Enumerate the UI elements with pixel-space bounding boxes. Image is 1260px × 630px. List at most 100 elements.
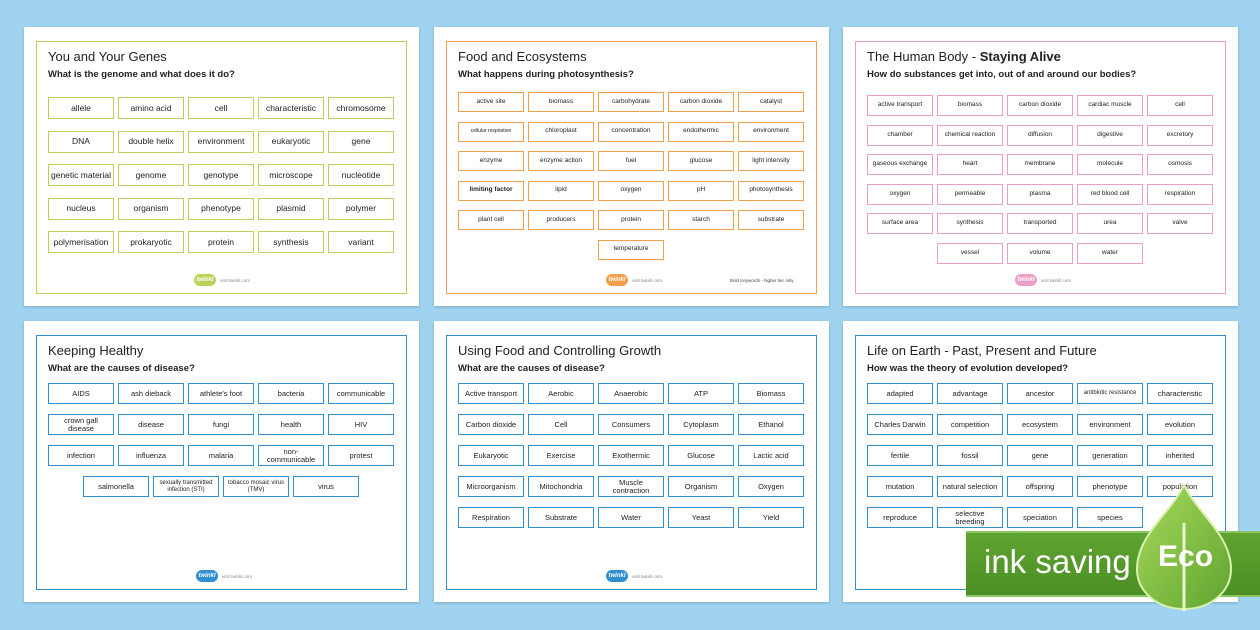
word-tile: evolution xyxy=(1147,414,1213,435)
word-tile: starch xyxy=(668,210,734,230)
word-tile: fertile xyxy=(867,445,933,466)
word-tile: fuel xyxy=(598,151,664,171)
word-tile: species xyxy=(1077,507,1143,528)
word-tile: chemical reaction xyxy=(937,124,1003,146)
word-tile: disease xyxy=(118,414,184,435)
word-tile: genotype xyxy=(188,164,254,186)
word-tile: Aerobic xyxy=(528,383,594,404)
word-tile: nucleotide xyxy=(328,164,394,186)
word-tile: bacteria xyxy=(258,383,324,404)
word-tile: permeable xyxy=(937,183,1003,205)
word-tile: cardiac muscle xyxy=(1077,95,1143,116)
word-tile: Yield xyxy=(738,507,804,528)
word-tile: eukaryotic xyxy=(258,130,324,153)
word-tile: diffusion xyxy=(1007,124,1073,146)
word-tile: salmonella xyxy=(83,476,149,497)
card-genes: You and Your Genes What is the genome an… xyxy=(24,27,419,306)
word-tile: polymerisation xyxy=(48,231,114,253)
bold-keywords-note: Bold Keywords - higher tier only xyxy=(730,278,794,283)
word-tile: allele xyxy=(48,97,114,119)
logo-url: visit twinkl.com xyxy=(1041,278,1072,283)
ink-saving-text: ink saving xyxy=(984,543,1131,580)
word-tile: chamber xyxy=(867,124,933,146)
word-tile: biomass xyxy=(937,95,1003,116)
card-border xyxy=(36,41,407,294)
word-tile: enzyme xyxy=(458,151,524,171)
word-tile: variant xyxy=(328,231,394,253)
card-border xyxy=(446,41,817,294)
word-tile: Substrate xyxy=(528,507,594,528)
word-tile: carbon dioxide xyxy=(668,92,734,112)
word-tile: protein xyxy=(598,210,664,230)
word-tile: cell xyxy=(188,97,254,119)
word-tile: light intensity xyxy=(738,151,804,171)
word-tile: tobacco mosaic virus (TMV) xyxy=(223,476,289,497)
word-tile: active transport xyxy=(867,95,933,116)
word-tile: environment xyxy=(738,121,804,142)
word-tile: heart xyxy=(937,154,1003,175)
card-title: The Human Body - Staying Alive xyxy=(867,49,1061,64)
word-tile: urea xyxy=(1077,213,1143,234)
word-tile: polymer xyxy=(328,197,394,220)
word-tile: Eukaryotic xyxy=(458,445,524,466)
word-tile: substrate xyxy=(738,210,804,230)
word-tile: respiration xyxy=(1147,183,1213,205)
card-subtitle: What happens during photosynthesis? xyxy=(458,69,634,80)
word-tile: Ethanol xyxy=(738,414,804,435)
card-ecosystems: Food and Ecosystems What happens during … xyxy=(434,27,829,306)
card-human-body: The Human Body - Staying Alive How do su… xyxy=(843,27,1238,306)
word-tile: synthesis xyxy=(937,213,1003,234)
word-tile: health xyxy=(258,414,324,435)
word-tile: ash dieback xyxy=(118,383,184,404)
word-tile: Cell xyxy=(528,414,594,435)
word-tile: Exercise xyxy=(528,445,594,466)
word-tile: environment xyxy=(188,130,254,153)
word-tile: microscope xyxy=(258,164,324,186)
twinkl-logo-icon: twinkl xyxy=(1015,274,1037,286)
word-tile: Mitochondria xyxy=(528,476,594,497)
word-tile: carbon dioxide xyxy=(1007,95,1073,116)
word-tile: Charles Darwin xyxy=(867,414,933,435)
word-tile: osmosis xyxy=(1147,154,1213,175)
word-tile: plant cell xyxy=(458,210,524,230)
word-tile: plasma xyxy=(1007,183,1073,205)
twinkl-logo-icon: twinkl xyxy=(196,570,218,582)
word-tile: Muscle contraction xyxy=(598,476,664,497)
word-tile: chromosome xyxy=(328,97,394,119)
word-tile: environment xyxy=(1077,414,1143,435)
eco-label: Eco xyxy=(1158,540,1214,573)
word-tile: Water xyxy=(598,507,664,528)
word-tile: non-communicable xyxy=(258,445,324,466)
word-tile: characteristic xyxy=(1147,383,1213,404)
word-tile: malaria xyxy=(188,445,254,466)
word-tile: phenotype xyxy=(188,197,254,220)
word-tile: digestive xyxy=(1077,124,1143,146)
word-tile: volume xyxy=(1007,242,1073,264)
word-tile: red blood cell xyxy=(1077,183,1143,205)
word-tile: inherited xyxy=(1147,445,1213,466)
word-tile: endothermic xyxy=(668,121,734,142)
word-tile: concentration xyxy=(598,121,664,142)
word-tile: fossil xyxy=(937,445,1003,466)
word-tile: gene xyxy=(1007,445,1073,466)
word-tile: sexually transmitted infection (STI) xyxy=(153,476,219,497)
word-tile: nucleus xyxy=(48,197,114,220)
word-tile: DNA xyxy=(48,130,114,153)
word-tile: speciation xyxy=(1007,507,1073,528)
card-border xyxy=(855,41,1226,294)
word-tile: prokaryotic xyxy=(118,231,184,253)
word-tile: biomass xyxy=(528,92,594,112)
eco-leaf-icon xyxy=(1135,483,1233,611)
word-tile: antibiotic resistance xyxy=(1077,383,1143,404)
word-tile: valve xyxy=(1147,213,1213,234)
word-tile: temperature xyxy=(598,239,664,260)
word-tile: vessel xyxy=(937,242,1003,264)
twinkl-logo-icon: twinkl xyxy=(606,570,628,582)
word-tile: fungi xyxy=(188,414,254,435)
word-tile: gene xyxy=(328,130,394,153)
word-tile: HIV xyxy=(328,414,394,435)
logo-url: visit twinkl.com xyxy=(632,574,663,579)
word-tile: pH xyxy=(668,180,734,201)
word-tile: phenotype xyxy=(1077,476,1143,497)
card-subtitle: How was the theory of evolution develope… xyxy=(867,363,1069,374)
